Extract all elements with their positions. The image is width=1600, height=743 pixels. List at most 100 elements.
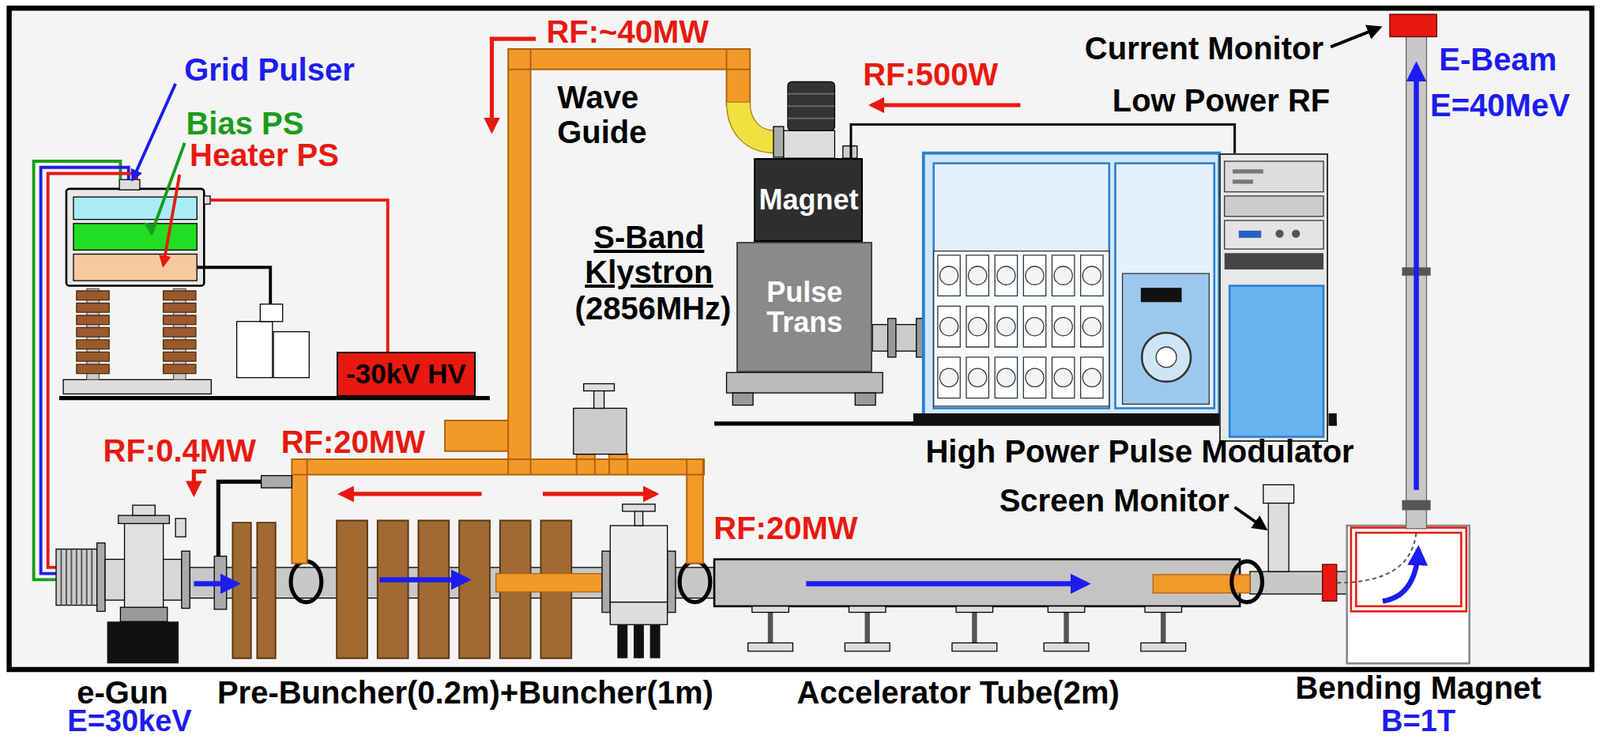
bias-ps-unit (73, 223, 197, 251)
rf-coupler (1231, 560, 1263, 603)
low-power-rf-rack: Low Power RF (1219, 153, 1329, 442)
capacitor-bank (933, 251, 1110, 407)
capacitor-cells (937, 255, 1104, 399)
screen-monitor-head (1263, 484, 1295, 503)
callout-label: Bias PS (185, 107, 304, 140)
beam-arrow (193, 580, 237, 586)
frequency-label: (2856MHz) (575, 292, 732, 324)
modulator-cabinet (923, 153, 1220, 419)
box-text: Pulse Trans (766, 277, 843, 338)
rf-load (1152, 574, 1250, 593)
gun-mount (120, 606, 167, 622)
floor-line (59, 395, 490, 400)
flange (602, 550, 610, 612)
beam-arrow (805, 580, 1087, 586)
leader-arrow (163, 174, 181, 266)
rack-instrument (1224, 220, 1324, 249)
beam-arrow (379, 576, 467, 582)
rf-power-label: RF:20MW (281, 425, 426, 458)
rack-instrument (1224, 161, 1324, 192)
instrument-detail (1232, 169, 1264, 184)
rack-heading: Low Power RF (1112, 84, 1331, 117)
part-label: Accelerator Tube(2m) (797, 676, 1120, 708)
coil-lines (787, 94, 835, 119)
beam-arrow (1413, 65, 1419, 490)
klystron-magnet: Magnet (753, 158, 863, 242)
signal-cable (850, 124, 1235, 159)
output-flange (773, 126, 784, 158)
rf-flow-arrow (340, 491, 482, 496)
flange (667, 550, 676, 612)
beam-path (1336, 530, 1417, 583)
valve-stem (634, 510, 643, 526)
callout-label: Heater PS (189, 139, 339, 171)
hv-deck-rack (66, 188, 204, 287)
attenuator-stem (594, 389, 605, 408)
callout-label: Grid Pulser (184, 53, 355, 86)
part-label: Screen Monitor (999, 484, 1230, 516)
meter-display (1140, 287, 1183, 302)
current-monitor (1389, 14, 1437, 37)
rack-body (1219, 153, 1329, 442)
box-text: Magnet (758, 184, 859, 215)
frame (9, 7, 1593, 670)
beam-label: E-Beam (1438, 43, 1557, 76)
rf-coupler (679, 560, 711, 603)
gun-body (124, 520, 164, 618)
attenuator (573, 407, 627, 454)
flange (1322, 564, 1337, 601)
bellows-ribs (60, 549, 92, 606)
valve-handle (622, 504, 656, 512)
flange (118, 515, 170, 524)
capacitor-tops (939, 266, 1101, 387)
cooling-fan (1141, 332, 1191, 382)
leader-arrow (150, 143, 185, 235)
cooling-fan-hub (1155, 346, 1177, 368)
bending-magnet-stand (1347, 525, 1470, 663)
waveguide (291, 48, 750, 564)
attenuator-handle (583, 383, 615, 391)
klystron-feet (732, 392, 876, 405)
rack-instrument (1224, 252, 1324, 270)
vacuum-pump (609, 602, 667, 625)
part-label: Current Monitor (1084, 32, 1324, 64)
insulator-discs (76, 290, 196, 374)
rack-cabinet (1229, 286, 1324, 437)
klystron-base (726, 372, 884, 393)
isolation-transformer (259, 304, 283, 322)
rf-power-label: RF:20MW (713, 512, 858, 544)
support-feet (748, 606, 1186, 652)
valve-handle (175, 518, 186, 537)
rf-cable (218, 481, 261, 556)
heater-cable (48, 173, 137, 568)
instrument-knobs (1275, 229, 1300, 238)
rf-flow-arrow (542, 491, 656, 496)
rack-instrument (1224, 195, 1324, 217)
part-label: Bending Magnet (1295, 671, 1542, 704)
rf-coupler (290, 560, 322, 603)
leader-arrowhead (143, 222, 156, 234)
flange (97, 542, 106, 612)
rack-connector (203, 195, 211, 204)
modulator-panel (933, 163, 1110, 409)
part-label: S-Band Klystron (584, 219, 713, 290)
klystron-coil (787, 81, 835, 131)
beam-energy: E=30keV (67, 705, 192, 736)
bending-magnet-coil (1355, 532, 1461, 607)
box-text: -30kV HV (346, 359, 467, 389)
bending-magnet-coil (1351, 527, 1467, 612)
rf-load (496, 573, 603, 592)
gun-port (132, 504, 155, 516)
flange (181, 550, 190, 608)
hv-cable (210, 199, 388, 358)
pump-legs (617, 624, 660, 659)
isolation-transformer (273, 331, 309, 378)
pipe-flanges (888, 318, 925, 358)
waveguide-bend (726, 101, 776, 154)
beam-energy: E=40MeV (1430, 89, 1570, 121)
instrument-display (1238, 230, 1262, 238)
part-label: e-Gun (76, 676, 169, 708)
